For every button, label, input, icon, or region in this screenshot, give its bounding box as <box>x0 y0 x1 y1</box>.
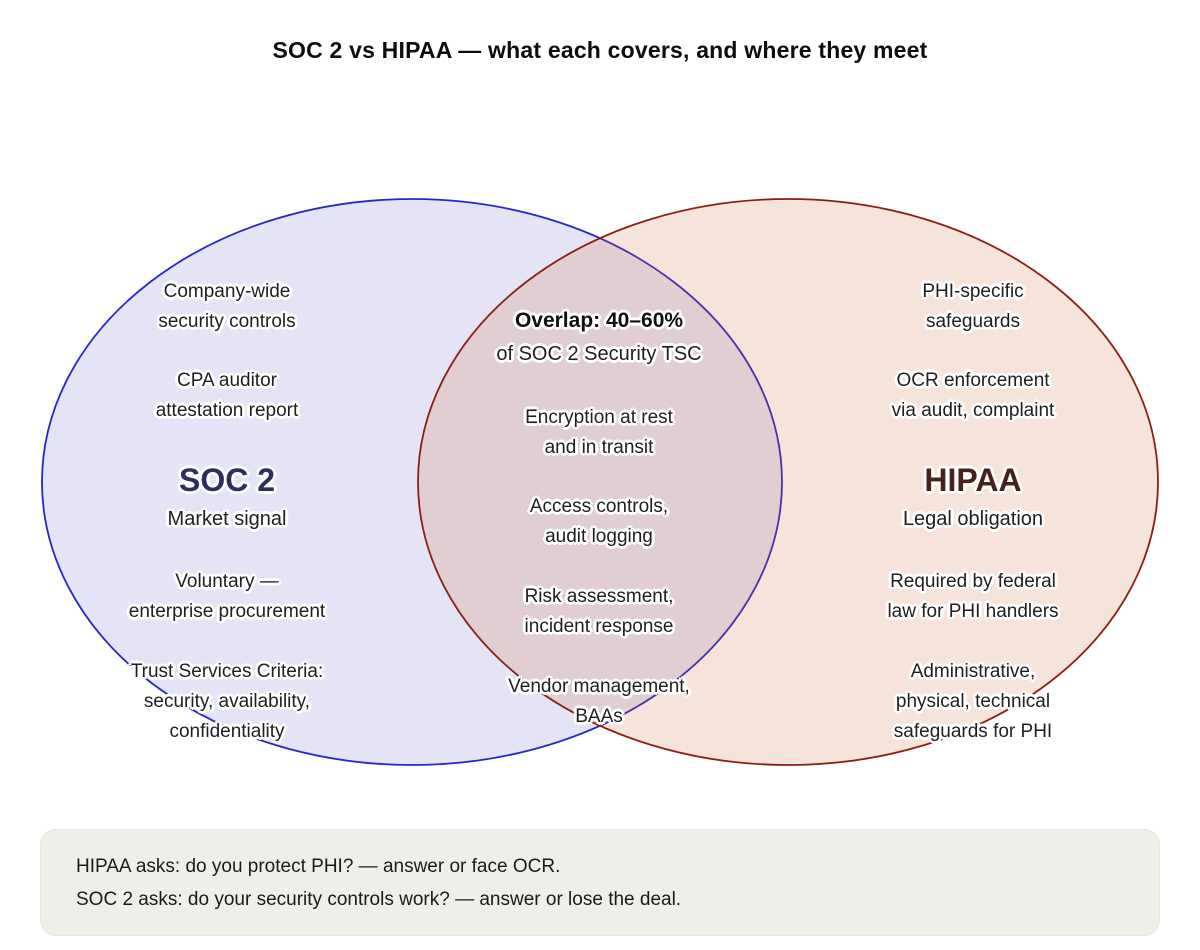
soc2-heading: SOC 2 <box>178 462 276 498</box>
hipaa-tagline: Legal obligation <box>902 508 1044 530</box>
soc2-tagline: Market signal <box>167 508 287 530</box>
hipaa-item-required-by-law: Required by federal law for PHI handlers <box>887 571 1059 622</box>
overlap-item-risk-assessment: Risk assessment, incident response <box>524 586 674 637</box>
summary-line-soc2: SOC 2 asks: do your security controls wo… <box>76 889 682 910</box>
soc2-ellipse <box>41 198 783 766</box>
soc2-item-voluntary: Voluntary — enterprise procurement <box>128 571 326 622</box>
soc2-item-cpa-auditor: CPA auditor attestation report <box>155 370 299 421</box>
summary-box: HIPAA asks: do you protect PHI? — answer… <box>40 829 1160 936</box>
overlap-heading: Overlap: 40–60% <box>514 309 684 332</box>
page-title: SOC 2 vs HIPAA — what each covers, and w… <box>272 37 928 63</box>
overlap-item-vendor-management: Vendor management, BAAs <box>508 676 690 727</box>
hipaa-ellipse <box>417 198 1159 766</box>
overlap-item-access-controls: Access controls, audit logging <box>529 496 669 547</box>
soc2-item-company-wide: Company-wide security controls <box>158 281 296 332</box>
hipaa-item-phi-safeguards: PHI-specific safeguards <box>922 281 1024 332</box>
overlap-item-encryption: Encryption at rest and in transit <box>525 407 673 458</box>
hipaa-heading: HIPAA <box>924 462 1022 498</box>
hipaa-item-admin-safeguards: Administrative, physical, technical safe… <box>893 661 1053 742</box>
soc2-item-trust-services: Trust Services Criteria: security, avail… <box>130 661 324 742</box>
overlap-subheading: of SOC 2 Security TSC <box>496 343 702 365</box>
summary-line-hipaa: HIPAA asks: do you protect PHI? — answer… <box>76 856 561 877</box>
hipaa-item-ocr-enforcement: OCR enforcement via audit, complaint <box>891 370 1055 421</box>
